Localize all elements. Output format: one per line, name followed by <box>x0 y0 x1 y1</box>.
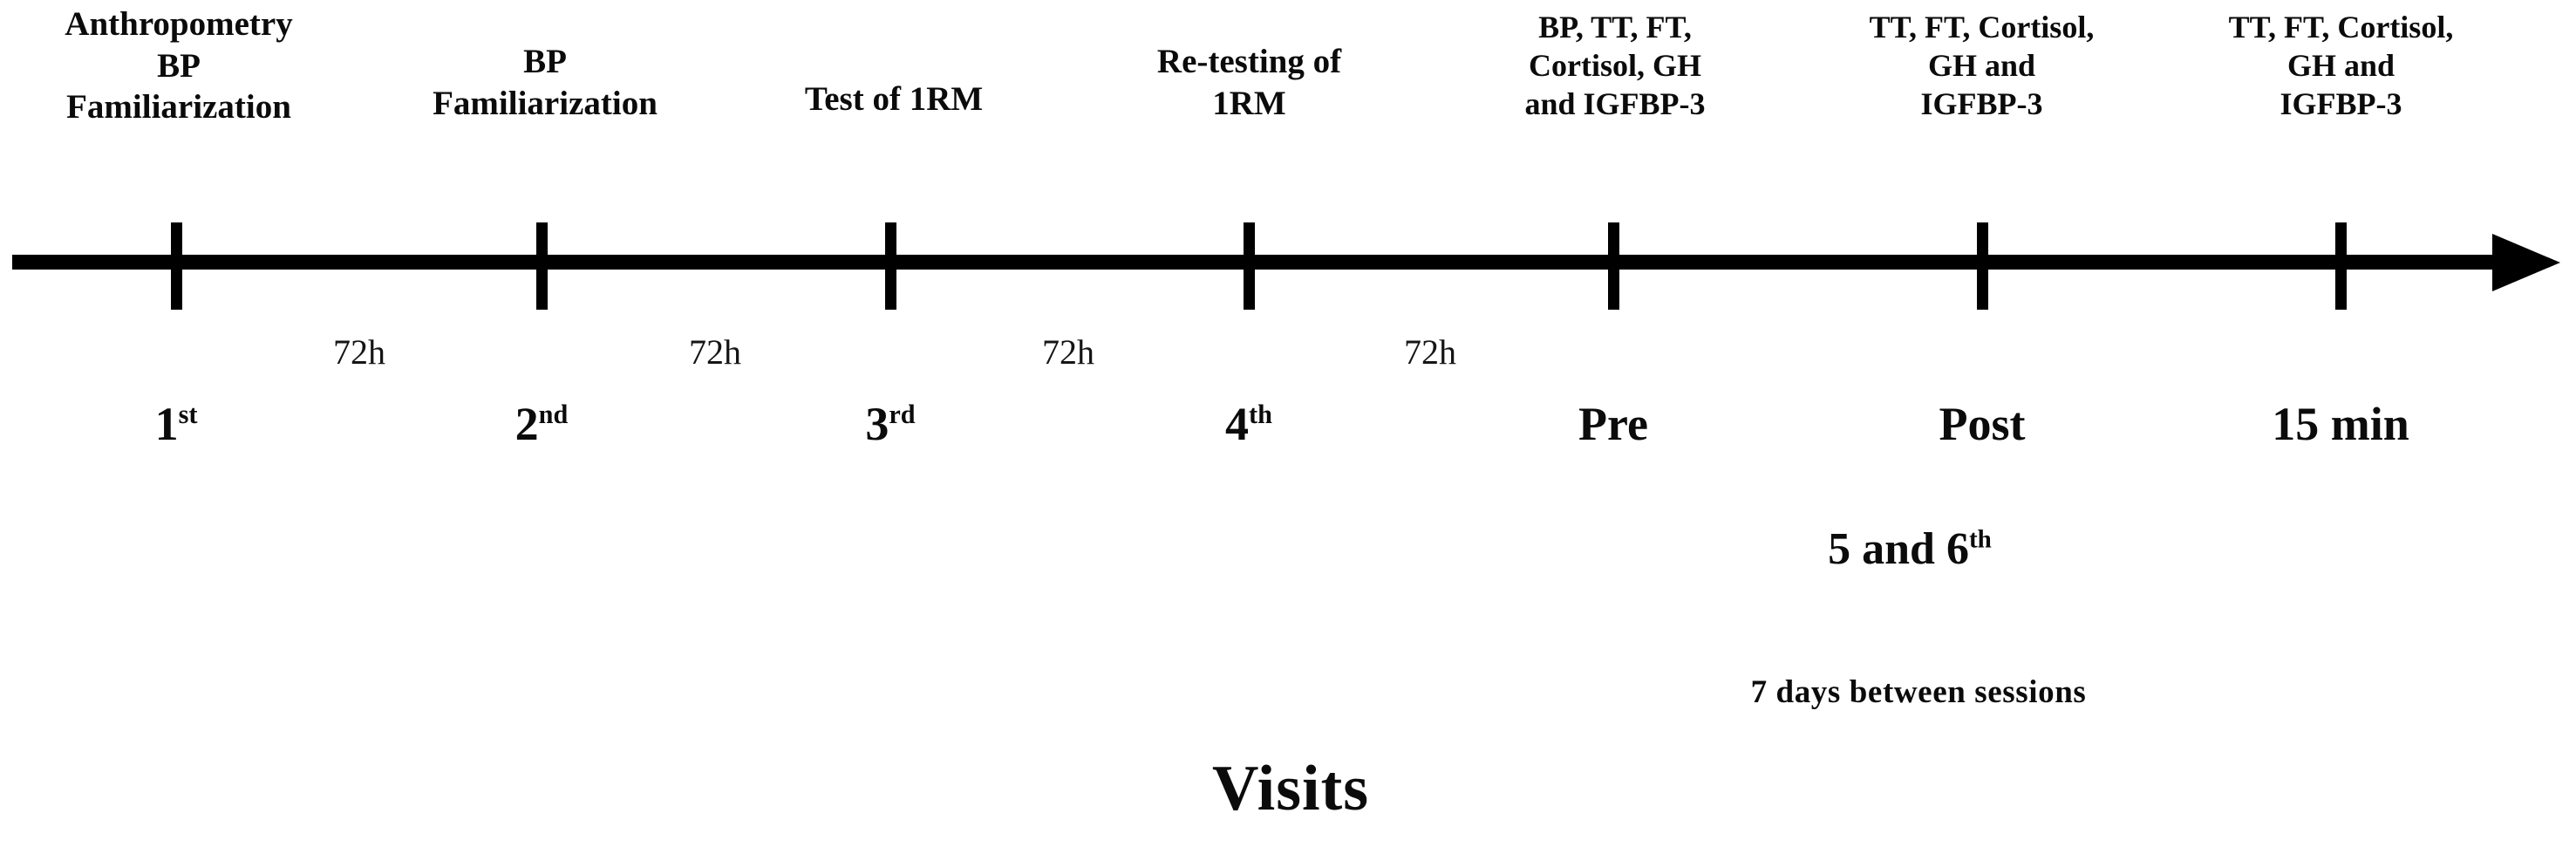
event-label-visit-3: Test of 1RM <box>804 80 984 118</box>
timeline-tick-visit-4 <box>1244 222 1255 310</box>
visit-label-pre: Pre <box>1482 397 1744 451</box>
visit-label-15min: 15 min <box>2210 397 2471 451</box>
visit-label-2-suffix: nd <box>538 400 569 429</box>
visit-label-1-number: 1 <box>154 398 179 450</box>
visit-label-4-number: 4 <box>1225 398 1250 450</box>
session-spacing-note: 7 days between sessions <box>1750 674 2087 710</box>
event-label-visit-post: TT, FT, Cortisol, GH and IGFBP-3 <box>1869 10 2095 121</box>
event-label-visit-4: Re-testing of 1RM <box>1156 43 1342 122</box>
interval-label-3-4: 72h <box>1042 332 1094 372</box>
visit-label-4: 4th <box>1118 397 1380 451</box>
visit-label-4-suffix: th <box>1249 400 1272 429</box>
event-label-visit-15min: TT, FT, Cortisol, GH and IGFBP-3 <box>2228 10 2454 121</box>
timeline-tick-visit-1 <box>171 222 182 310</box>
event-label-visit-1: Anthropometry BP Familiarization <box>65 5 293 126</box>
visit-label-1-suffix: st <box>178 400 198 429</box>
timeline-tick-visit-post <box>1977 222 1988 310</box>
visit-label-1: 1st <box>45 397 307 451</box>
timeline-tick-visit-3 <box>885 222 896 310</box>
event-label-visit-pre: BP, TT, FT, Cortisol, GH and IGFBP-3 <box>1524 10 1706 121</box>
visit-label-pre-number: Pre <box>1578 398 1648 450</box>
visit-label-15min-number: 15 min <box>2272 398 2409 450</box>
session-group-number: 5 and 6 <box>1828 524 1969 574</box>
timeline-tick-visit-pre <box>1608 222 1619 310</box>
interval-label-1-2: 72h <box>333 332 385 372</box>
session-group-label: 5 and 6th <box>1666 523 2154 575</box>
timeline-axis-line <box>12 255 2506 270</box>
timeline-tick-visit-2 <box>536 222 548 310</box>
figure-title: Visits <box>1211 753 1370 824</box>
interval-label-2-3: 72h <box>689 332 741 372</box>
interval-label-4-pre: 72h <box>1404 332 1456 372</box>
visit-label-2-number: 2 <box>515 398 539 450</box>
visit-label-post-number: Post <box>1939 398 2026 450</box>
visit-label-3-number: 3 <box>865 398 889 450</box>
session-group-suffix: th <box>1968 525 1992 554</box>
visit-label-3-suffix: rd <box>889 400 916 429</box>
timeline-arrow-icon <box>2492 234 2560 291</box>
visit-label-3: 3rd <box>760 397 1021 451</box>
event-label-visit-2: BP Familiarization <box>433 43 658 122</box>
timeline-tick-visit-15min <box>2335 222 2347 310</box>
visit-label-post: Post <box>1851 397 2113 451</box>
visit-label-2: 2nd <box>411 397 672 451</box>
